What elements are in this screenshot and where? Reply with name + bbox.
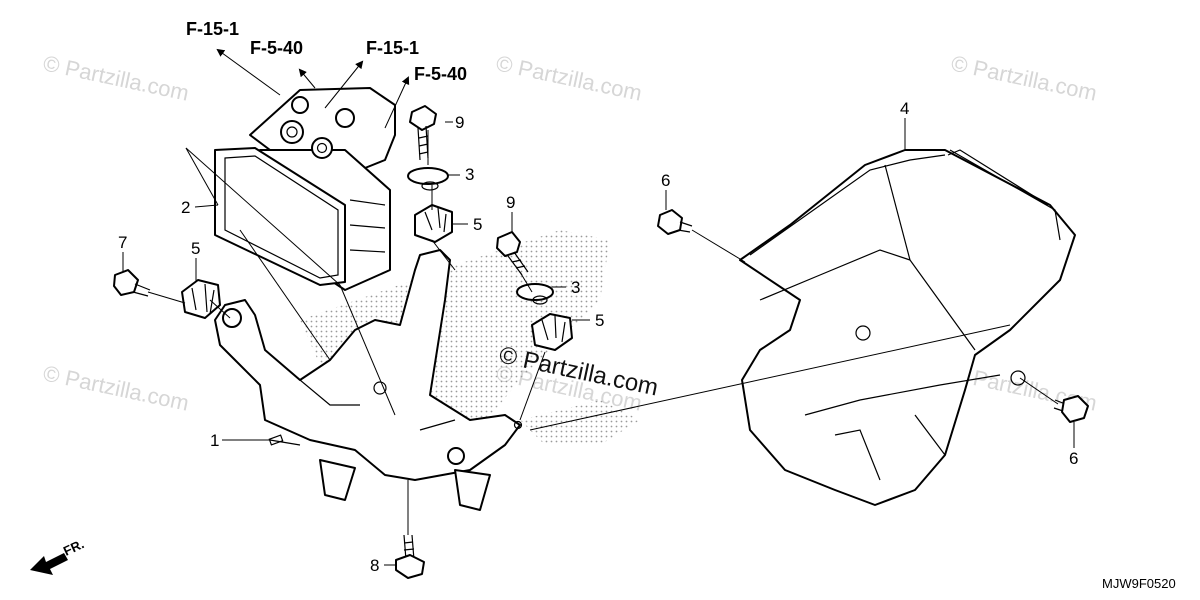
callout-1: 1	[210, 431, 219, 450]
callout-5: 5	[595, 311, 604, 330]
shading	[520, 400, 640, 445]
callout-9: 9	[455, 113, 464, 132]
grommet-5-right	[531, 313, 573, 351]
leader-lines	[122, 118, 1075, 566]
reference-f-5-40[interactable]: F-5-40	[250, 38, 303, 58]
callout-8: 8	[370, 556, 379, 575]
callout-2: 2	[181, 198, 190, 217]
watermark: © Partzilla.com	[949, 50, 1099, 105]
callout-7: 7	[118, 233, 127, 252]
screw-6-lower	[1053, 395, 1089, 423]
front-direction-label: FR.	[61, 536, 86, 558]
callout-6: 6	[661, 171, 670, 190]
abs-bracket	[214, 249, 523, 511]
callout-4: 4	[900, 99, 909, 118]
front-direction-arrow	[30, 553, 68, 575]
callout-6: 6	[1069, 449, 1078, 468]
callout-3: 3	[571, 278, 580, 297]
abs-modulator-unit	[214, 87, 396, 291]
bolt-7	[113, 269, 151, 297]
grommet-5-left	[181, 279, 221, 319]
bolt-9-upper	[409, 105, 437, 161]
callout-3: 3	[465, 165, 474, 184]
callout-5: 5	[473, 215, 482, 234]
callout-9: 9	[506, 193, 515, 212]
watermark: © Partzilla.com	[41, 50, 191, 105]
watermark: © Partzilla.com	[41, 360, 191, 415]
reference-f-15-1[interactable]: F-15-1	[186, 19, 239, 39]
washer-3-upper	[407, 167, 449, 191]
reference-arrows	[216, 48, 410, 129]
watermark: © Partzilla.com	[494, 50, 644, 105]
bolt-8	[395, 534, 425, 579]
diagram-code: MJW9F0520	[1102, 576, 1176, 591]
reference-f-15-1[interactable]: F-15-1	[366, 38, 419, 58]
abs-cover	[739, 149, 1076, 506]
washer-3-middle	[516, 283, 554, 305]
screw-6-upper	[657, 209, 693, 235]
callout-5: 5	[191, 239, 200, 258]
grommet-5-upper	[414, 204, 453, 243]
reference-f-5-40[interactable]: F-5-40	[414, 64, 467, 84]
